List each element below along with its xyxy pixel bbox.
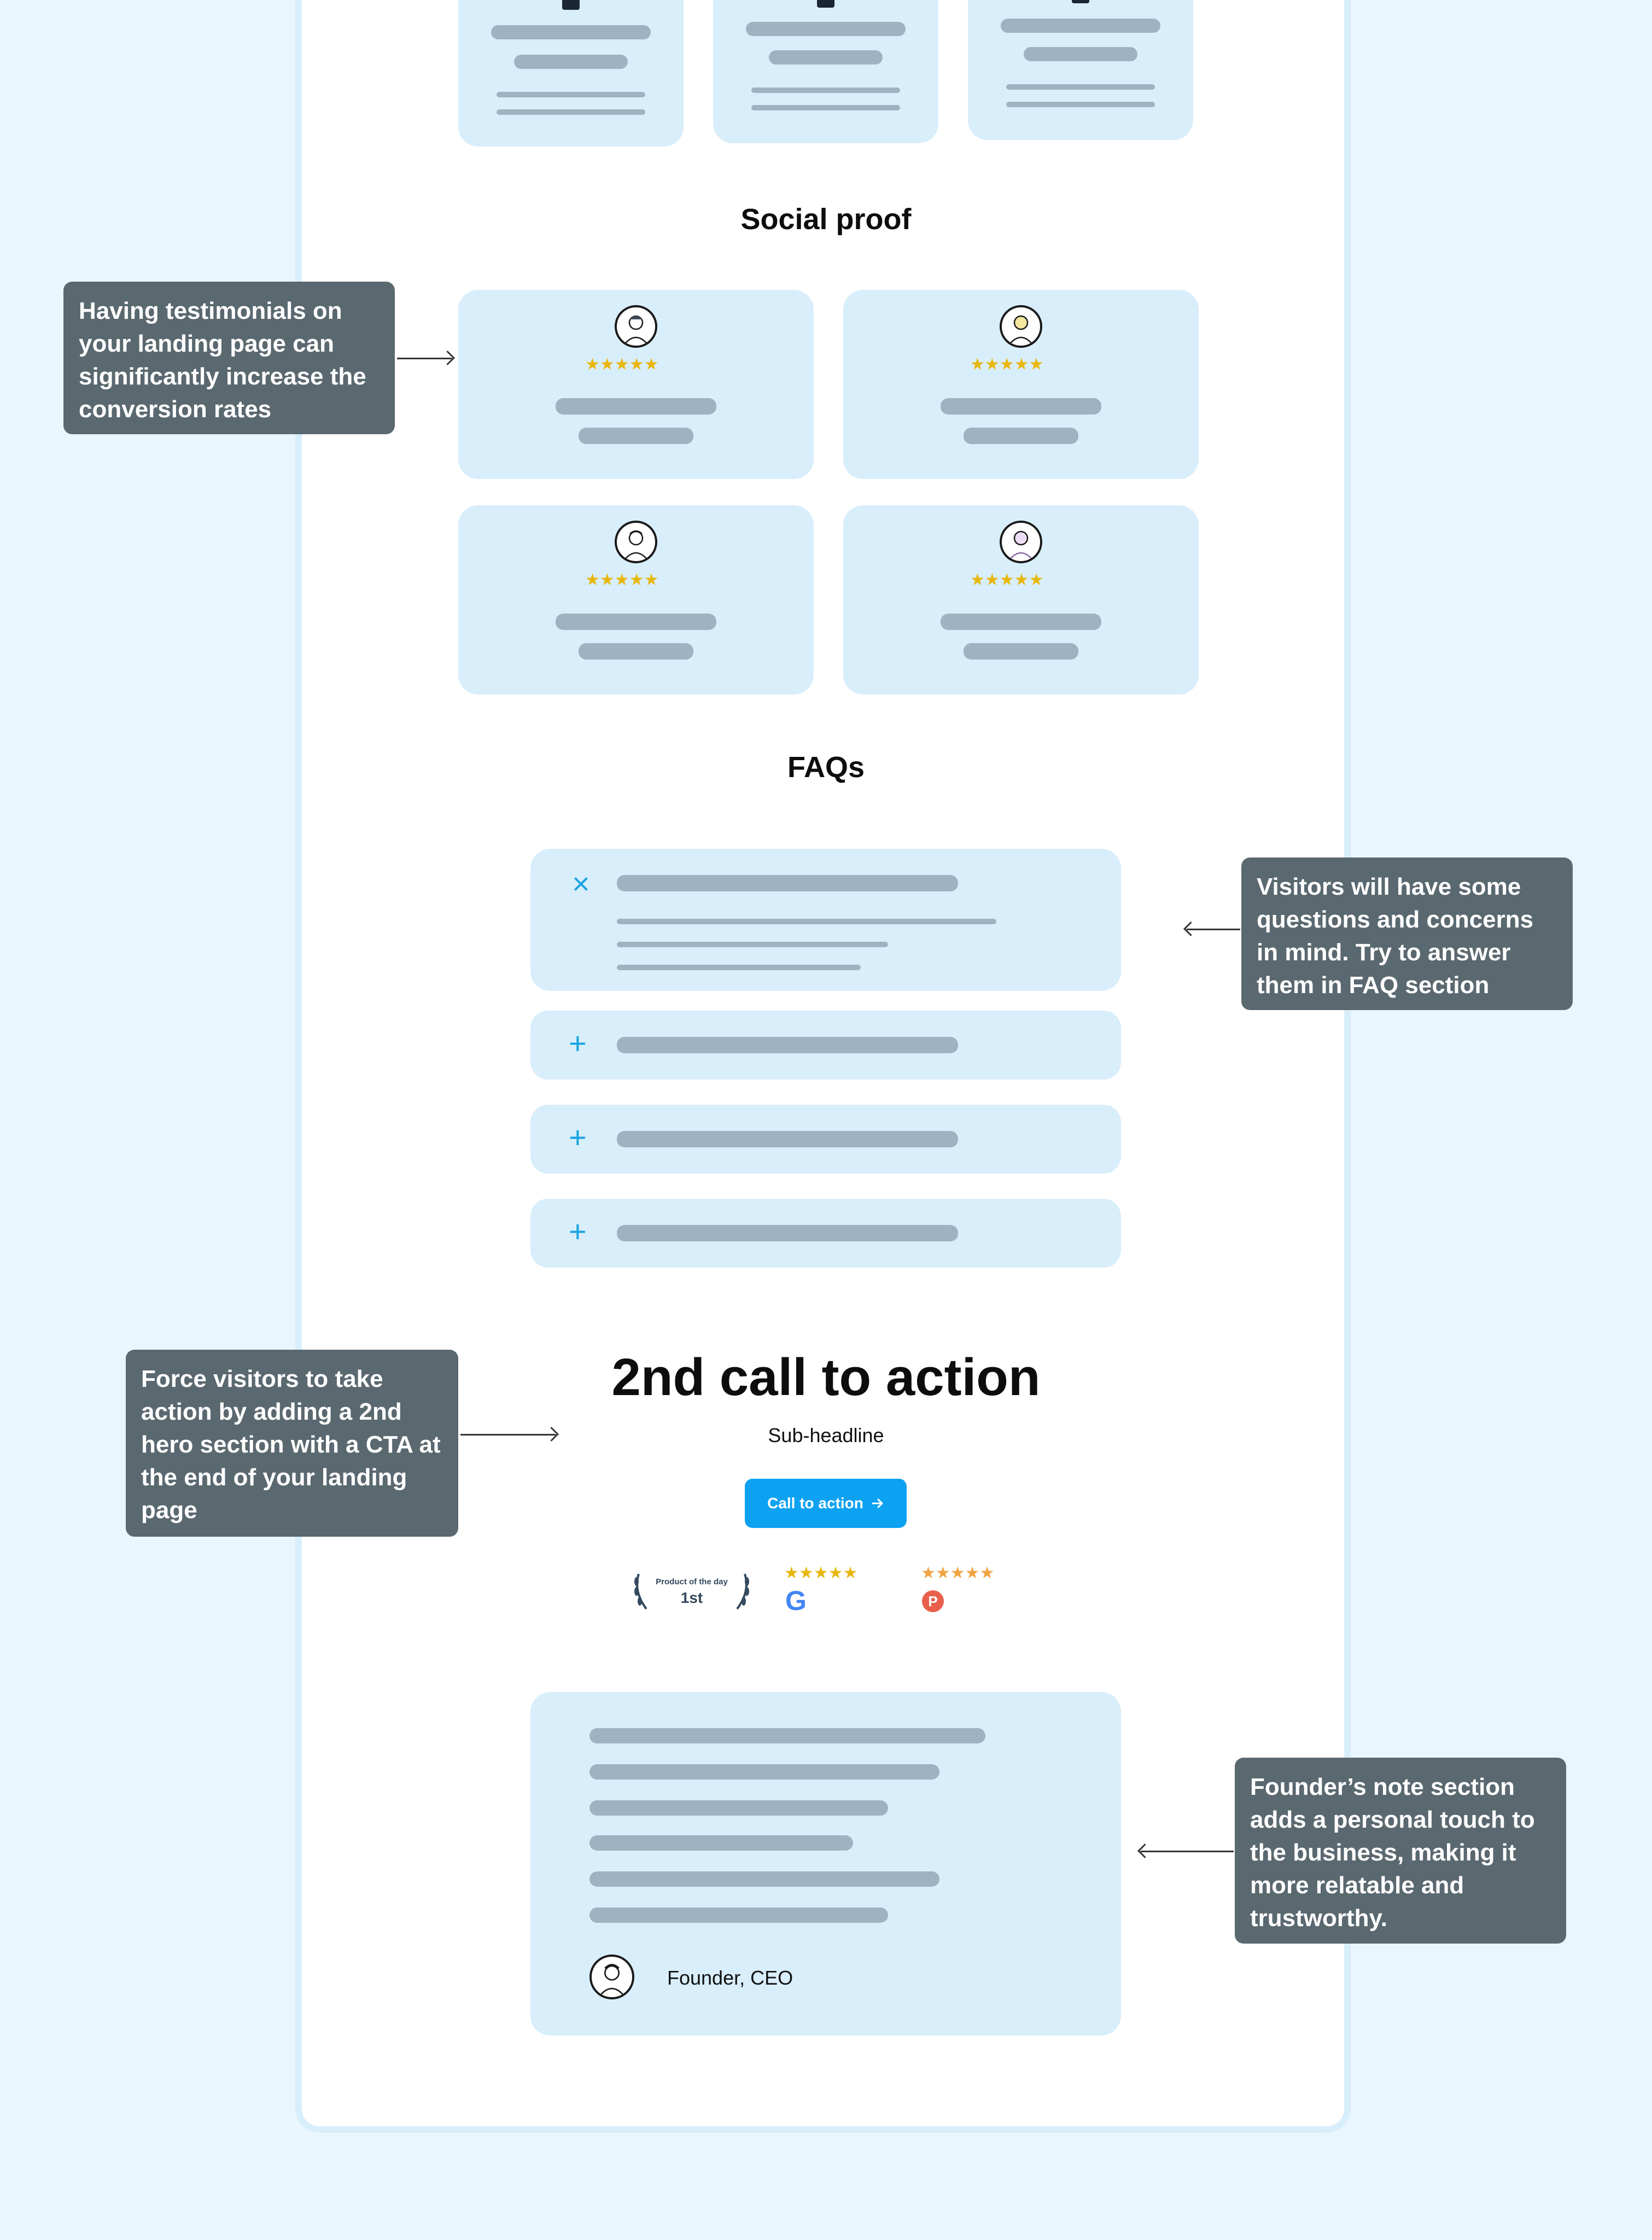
placeholder-text (579, 643, 693, 660)
avatar (1000, 305, 1042, 348)
placeholder-text (1006, 84, 1155, 90)
feature-card (968, 0, 1193, 140)
section-title-social-proof: Social proof (740, 203, 912, 236)
placeholder-text (497, 109, 645, 115)
testimonial-card: ★★★★★ (843, 290, 1199, 479)
annotation-arrow (460, 1434, 556, 1436)
google-icon: G (785, 1585, 807, 1616)
annotation-testimonials: Having testimonials on your landing page… (63, 282, 395, 434)
placeholder-text (589, 1835, 853, 1851)
badge-label: Product of the day (656, 1577, 728, 1586)
feature-icon (817, 0, 834, 8)
placeholder-text (579, 428, 693, 444)
placeholder-text (941, 614, 1101, 630)
section-title-faqs: FAQs (787, 751, 865, 784)
placeholder-text (769, 50, 883, 65)
rating-stars: ★★★★★ (585, 355, 659, 374)
faq-question-placeholder (617, 1037, 958, 1053)
placeholder-text (964, 428, 1078, 444)
faq-item-expanded[interactable]: × (530, 849, 1121, 991)
testimonial-card: ★★★★★ (458, 505, 814, 695)
feature-card (713, 0, 938, 143)
placeholder-text (497, 92, 645, 97)
placeholder-text (589, 1764, 939, 1780)
feature-card (458, 0, 684, 147)
placeholder-text (491, 25, 651, 39)
placeholder-text (589, 1800, 888, 1816)
producthunt-letter: P (928, 1593, 938, 1609)
call-to-action-button[interactable]: Call to action (745, 1479, 907, 1528)
cta-button-label: Call to action (767, 1495, 863, 1512)
annotation-arrow (1141, 1851, 1234, 1852)
rating-stars: ★★★★★ (970, 571, 1044, 589)
placeholder-text (556, 398, 716, 415)
cta-headline: 2nd call to action (611, 1348, 1041, 1407)
plus-icon[interactable]: + (569, 1026, 587, 1060)
placeholder-text (746, 22, 906, 36)
placeholder-text (556, 614, 716, 630)
google-rating-stars: ★★★★★ (784, 1564, 858, 1582)
faq-item[interactable]: + (530, 1199, 1121, 1268)
placeholder-text (1006, 102, 1155, 107)
placeholder-text (941, 398, 1101, 415)
placeholder-text (751, 105, 900, 110)
testimonial-card: ★★★★★ (458, 290, 814, 479)
founder-avatar (589, 1955, 634, 1999)
placeholder-text (964, 643, 1078, 660)
founder-note-card: Founder, CEO (530, 1692, 1121, 2035)
annotation-arrow (397, 358, 452, 359)
product-of-the-day-badge: Product of the day 1st (631, 1570, 752, 1612)
placeholder-text (589, 1728, 985, 1743)
avatar (615, 521, 657, 563)
placeholder-text (751, 88, 900, 93)
faq-item[interactable]: + (530, 1011, 1121, 1080)
placeholder-text (514, 55, 628, 69)
faq-answer-placeholder (617, 919, 996, 924)
faq-answer-placeholder (617, 965, 861, 970)
plus-icon[interactable]: + (569, 1120, 587, 1154)
testimonial-card: ★★★★★ (843, 505, 1199, 695)
producthunt-icon: P (922, 1590, 944, 1612)
annotation-founder: Founder’s note section adds a personal t… (1235, 1758, 1566, 1944)
plus-icon[interactable]: + (569, 1214, 587, 1249)
feature-icon (1072, 0, 1089, 3)
placeholder-text (1024, 47, 1137, 61)
placeholder-text (589, 1908, 888, 1923)
laurel-icon (634, 1573, 749, 1610)
placeholder-text (1001, 19, 1160, 33)
avatar (615, 305, 657, 348)
rating-stars: ★★★★★ (970, 355, 1044, 374)
avatar (1000, 521, 1042, 563)
cta-subheadline: Sub-headline (768, 1424, 884, 1446)
rating-stars: ★★★★★ (585, 571, 659, 589)
faq-question-placeholder (617, 875, 958, 891)
producthunt-rating-stars: ★★★★★ (921, 1564, 995, 1582)
faq-question-placeholder (617, 1131, 958, 1147)
arrow-right-icon (872, 1498, 883, 1508)
placeholder-text (589, 1871, 939, 1887)
faq-item[interactable]: + (530, 1105, 1121, 1174)
badge-rank: 1st (680, 1589, 703, 1606)
founder-role: Founder, CEO (667, 1967, 793, 1989)
faq-answer-placeholder (617, 942, 888, 947)
annotation-faq: Visitors will have some questions and co… (1241, 858, 1573, 1010)
annotation-cta: Force visitors to take action by adding … (126, 1350, 458, 1537)
feature-icon (562, 0, 580, 10)
annotation-arrow (1187, 929, 1240, 930)
faq-question-placeholder (617, 1225, 958, 1241)
close-icon[interactable]: × (572, 866, 590, 901)
